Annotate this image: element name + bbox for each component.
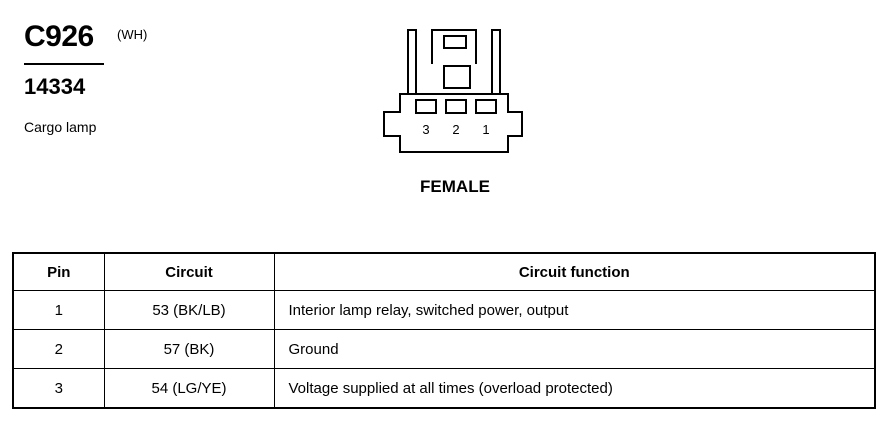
table-row: 1 53 (BK/LB) Interior lamp relay, switch… [12,290,876,330]
circuit-cell: 54 (LG/YE) [103,368,275,409]
pinout-table: Pin Circuit Circuit function 1 53 (BK/LB… [12,252,876,409]
header-circuit-function: Circuit function [273,252,876,291]
title-divider [24,63,104,65]
connector-gender: FEMALE [420,177,490,196]
connector-id: C926 [24,20,94,53]
pin-cell: 1 [12,290,105,330]
pin-label: 2 [452,122,459,137]
circuit-cell: 57 (BK) [103,329,275,369]
connector-color-code: (WH) [117,27,148,42]
header-pin: Pin [12,252,105,291]
function-cell: Interior lamp relay, switched power, out… [273,290,876,330]
part-number: 14334 [24,74,86,99]
table-header-row: Pin Circuit Circuit function [12,252,876,291]
connector-description: Cargo lamp [24,119,97,135]
pin-label: 1 [482,122,489,137]
pin-cell: 2 [12,329,105,369]
pin-label: 3 [422,122,429,137]
header-circuit: Circuit [103,252,275,291]
function-cell: Ground [273,329,876,369]
function-cell: Voltage supplied at all times (overload … [273,368,876,409]
circuit-cell: 53 (BK/LB) [103,290,275,330]
table-row: 2 57 (BK) Ground [12,329,876,369]
table-row: 3 54 (LG/YE) Voltage supplied at all tim… [12,368,876,409]
connector-face-diagram: 3 2 1 [383,29,523,153]
pin-cell: 3 [12,368,105,409]
